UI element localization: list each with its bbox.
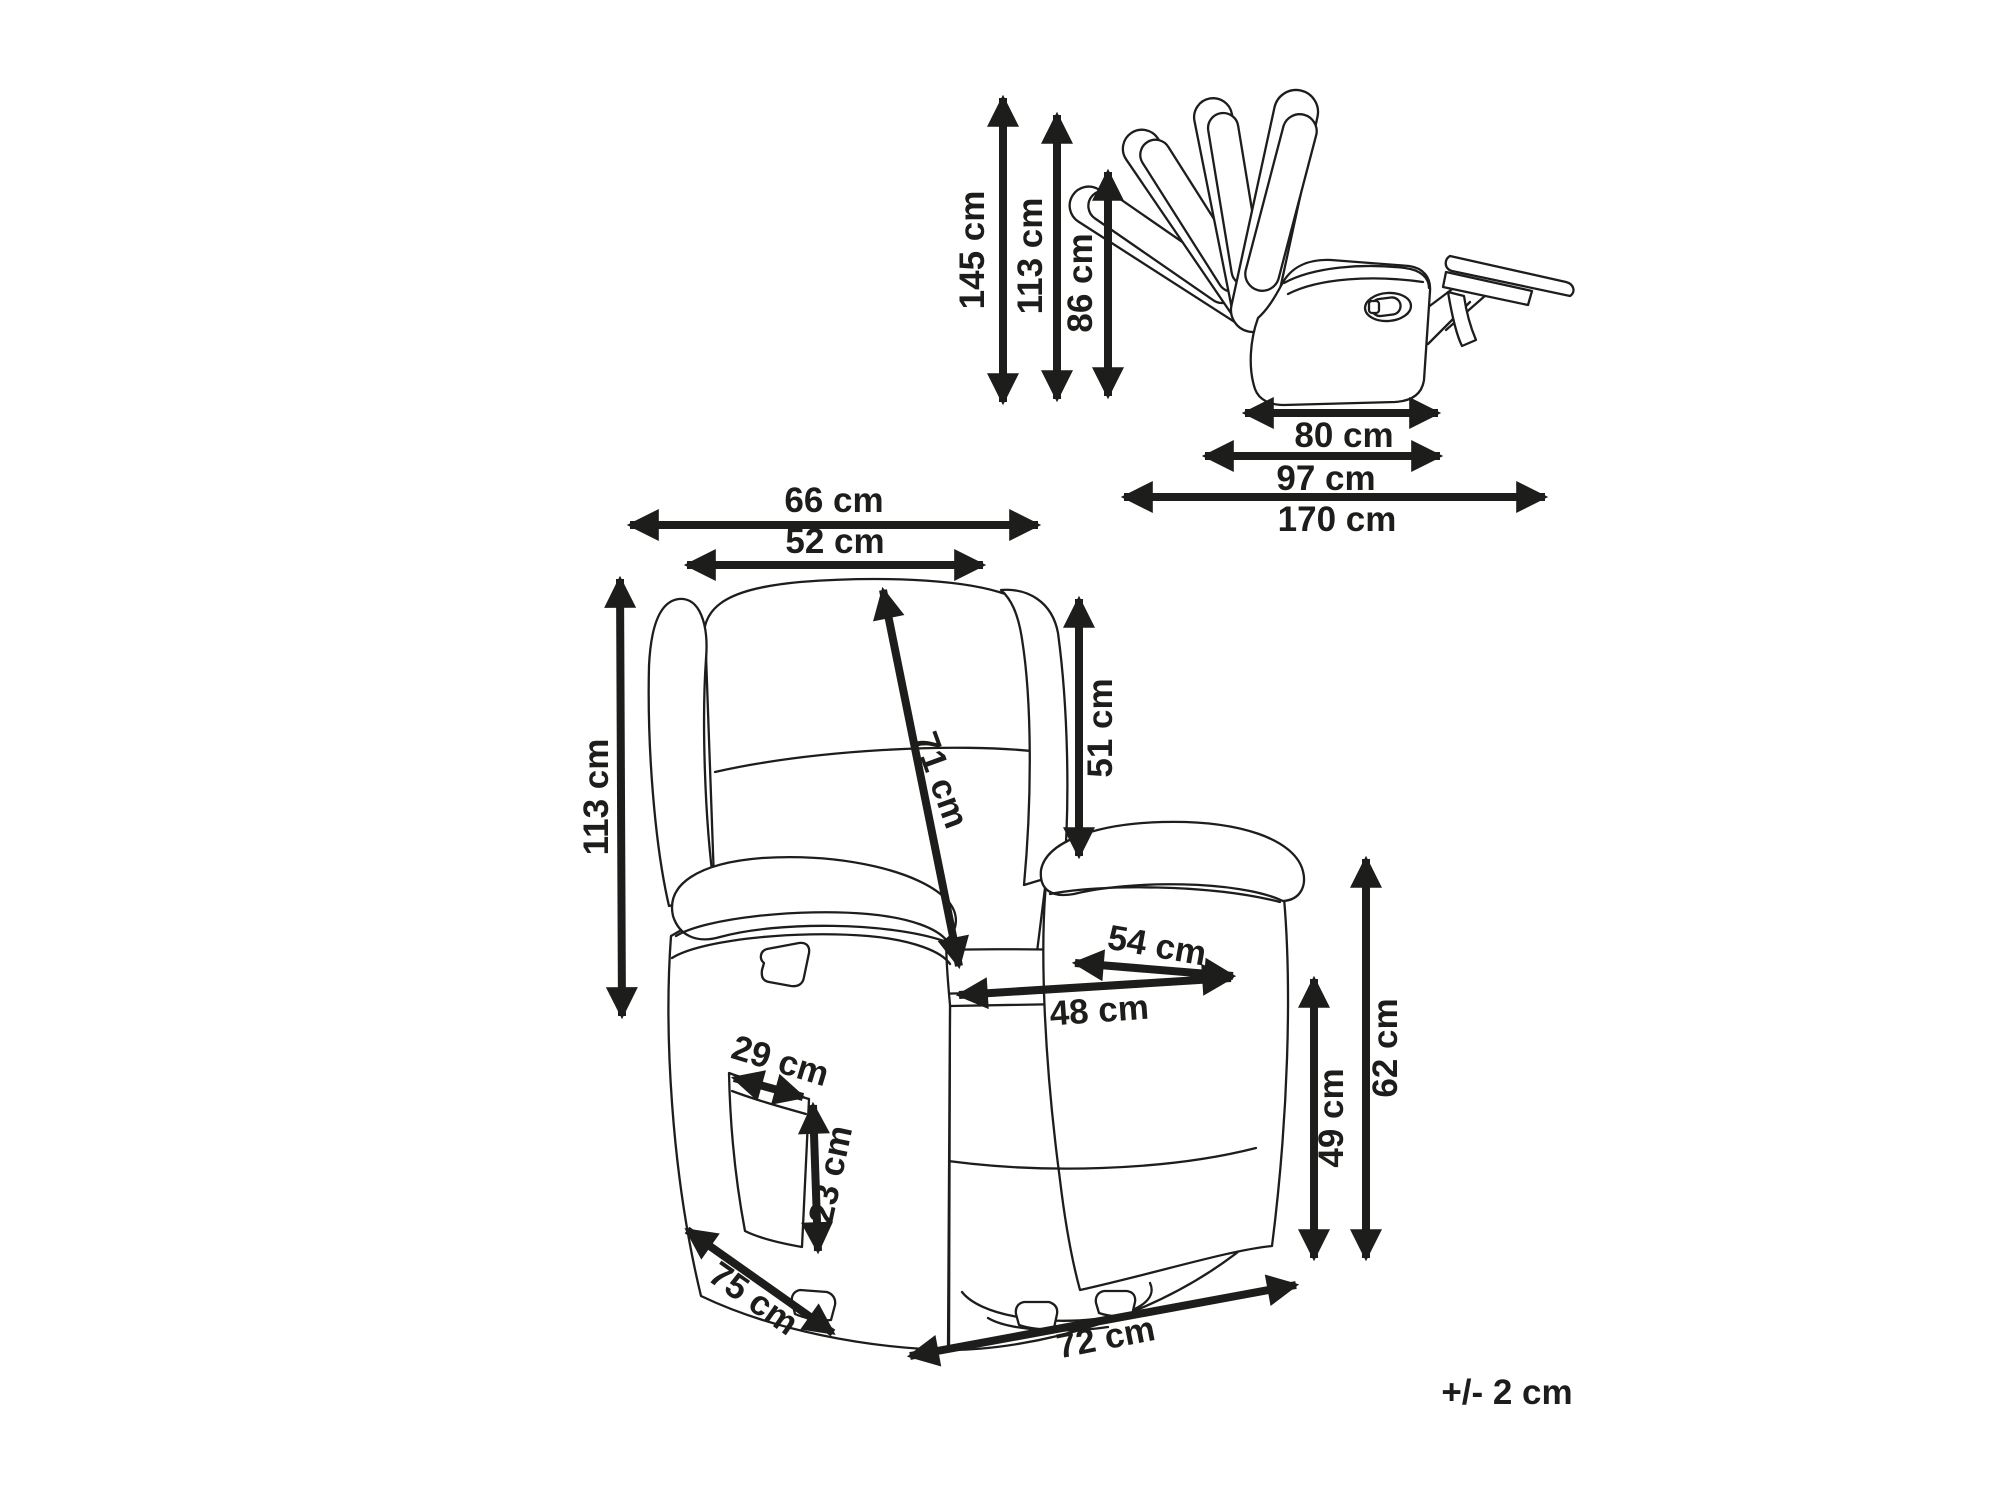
dim-label-height-total: 113 cm bbox=[577, 739, 616, 856]
dim-label-height-reclined: 86 cm bbox=[1061, 233, 1100, 332]
footrest-extended bbox=[1425, 254, 1575, 348]
front-view-drawing bbox=[647, 577, 1306, 1352]
dim-arrow-seat-width bbox=[955, 963, 1235, 1010]
dim-label-backrest-height: 51 cm bbox=[1081, 678, 1120, 777]
dim-label-depth-base: 80 cm bbox=[1294, 416, 1393, 455]
dim-label-width-headrest: 52 cm bbox=[785, 522, 884, 561]
dim-label-seat-height: 49 cm bbox=[1312, 1068, 1351, 1167]
recline-lever bbox=[1363, 291, 1413, 323]
left-wing bbox=[647, 597, 717, 908]
tolerance-note: +/- 2 cm bbox=[1441, 1373, 1572, 1412]
dim-label-seat-width: 48 cm bbox=[1048, 988, 1150, 1034]
dim-label-height-max: 145 cm bbox=[953, 191, 992, 310]
side-chair-body bbox=[1249, 258, 1432, 407]
dim-label-armrest-height: 62 cm bbox=[1366, 998, 1405, 1097]
dim-arrow-pocket-width bbox=[730, 1070, 807, 1105]
dim-label-height-upright: 113 cm bbox=[1011, 198, 1050, 315]
dim-arrow-backrest-diagonal bbox=[873, 586, 969, 970]
dim-arrow-base-width bbox=[906, 1274, 1300, 1367]
dim-label-width-total: 66 cm bbox=[784, 481, 883, 520]
control-panel bbox=[759, 941, 811, 988]
foot-middle bbox=[1014, 1300, 1059, 1331]
side-view-drawing bbox=[1068, 88, 1575, 407]
dim-arrow-pocket-height bbox=[797, 1101, 834, 1255]
right-armrest-seam bbox=[1048, 886, 1282, 904]
side-view-dimensions: 145 cm 113 cm 86 cm 80 cm 97 cm 170 cm bbox=[953, 94, 1549, 539]
right-armrest-pad bbox=[1039, 820, 1306, 903]
front-panel-seam bbox=[926, 1146, 1258, 1170]
backrest-upright bbox=[1229, 88, 1320, 334]
dim-arrow-height-total bbox=[604, 575, 638, 1020]
dim-label-depth-seat: 97 cm bbox=[1276, 459, 1375, 498]
dim-arrow-base-depth bbox=[684, 1226, 836, 1337]
dim-label-length-reclined: 170 cm bbox=[1278, 500, 1397, 539]
